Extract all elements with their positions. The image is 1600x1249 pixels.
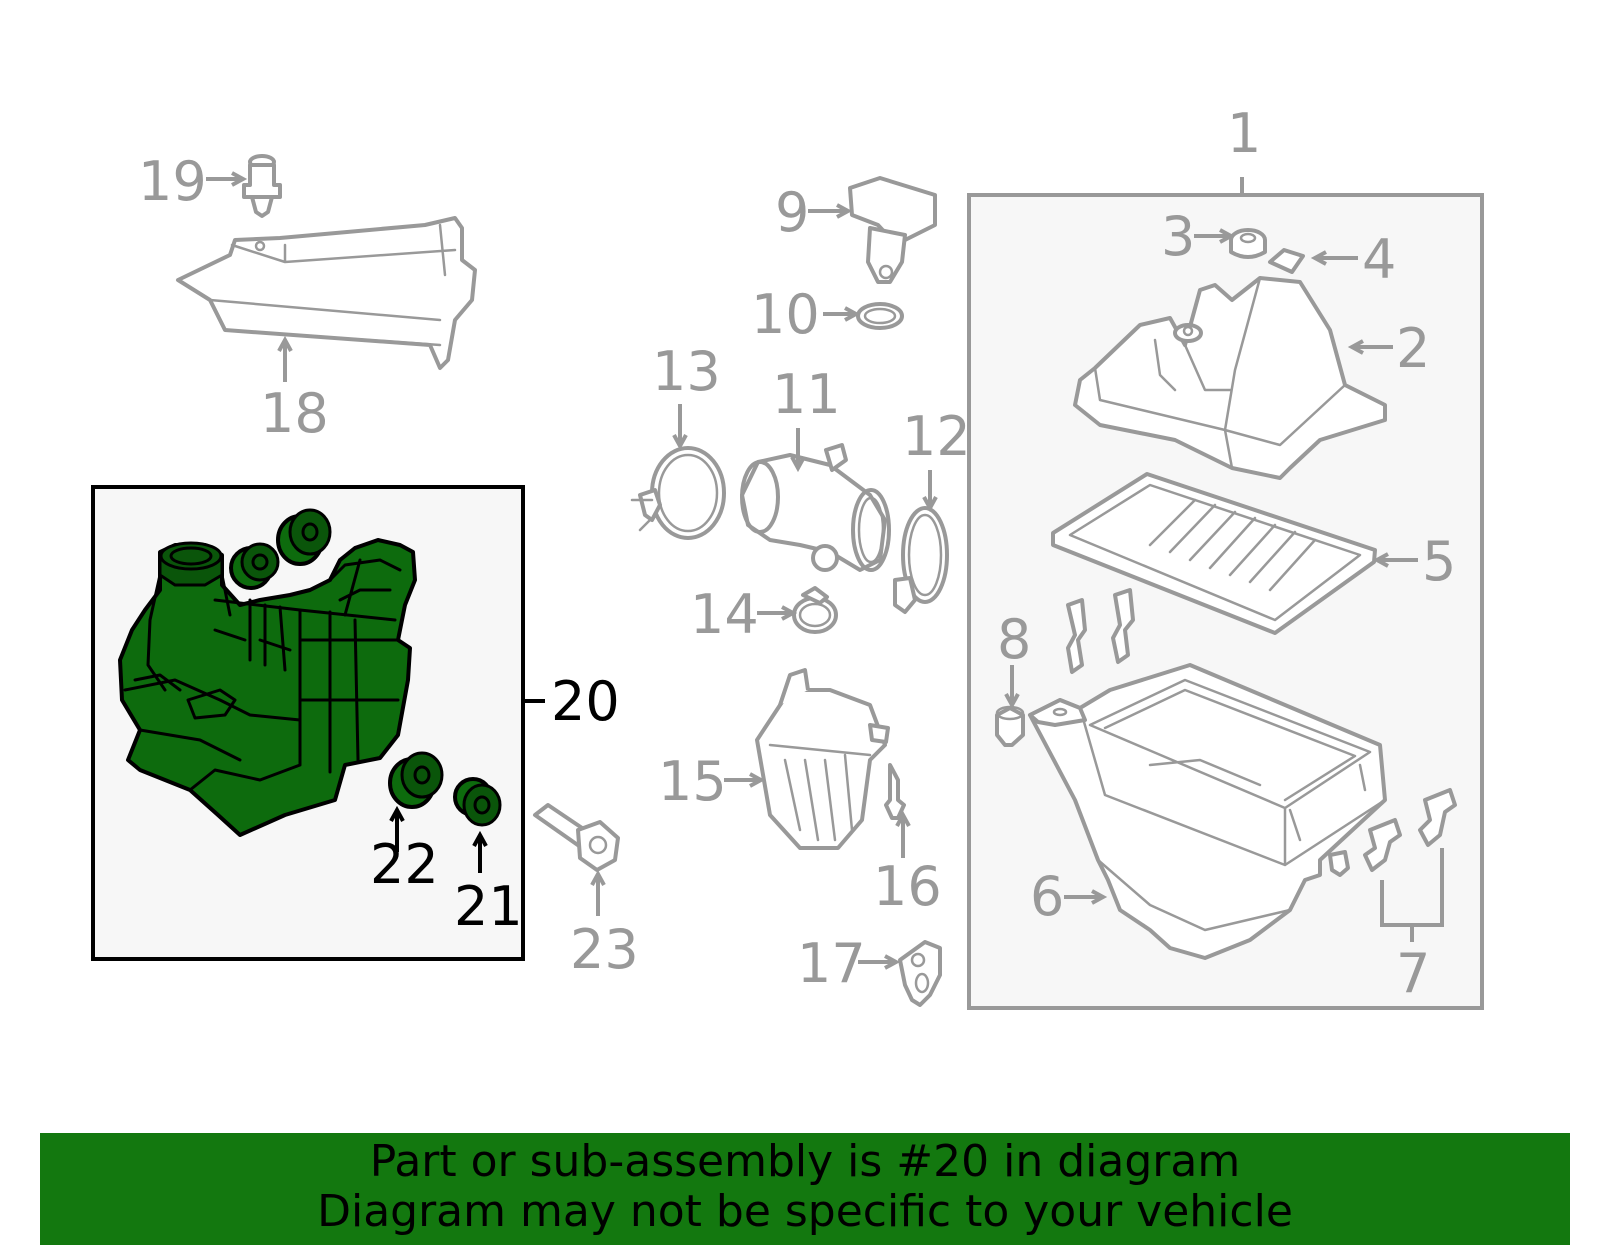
callout-15: 15	[658, 750, 727, 813]
callout-22: 22	[370, 833, 439, 896]
banner-line-disclaimer: Diagram may not be specific to your vehi…	[317, 1186, 1293, 1237]
grommet-part-3	[1229, 228, 1267, 259]
callout-5: 5	[1422, 530, 1456, 593]
cover-part-2	[1073, 276, 1387, 480]
callout-labels: 1 2 3 4 5 6 7 8 9 10 11 12 13 14 15 16 1…	[138, 102, 1456, 1005]
grommet-large-green	[276, 508, 332, 566]
callout-1: 1	[1227, 102, 1261, 165]
callout-3: 3	[1161, 205, 1195, 268]
grommet-part-22	[388, 751, 444, 809]
callout-10: 10	[751, 283, 820, 346]
callout-19: 19	[138, 150, 207, 213]
pin-part-16	[884, 763, 906, 820]
tray-part-6	[1028, 663, 1387, 960]
callout-17: 17	[797, 932, 866, 995]
bracket-part-18	[176, 216, 477, 370]
banner-line-part: Part or sub-assembly is #20 in diagram	[369, 1136, 1241, 1187]
callout-8: 8	[997, 608, 1031, 671]
callout-12: 12	[902, 405, 971, 468]
pad-part-4	[1268, 248, 1305, 274]
callout-14: 14	[690, 583, 759, 646]
clamp-part-12	[893, 506, 949, 614]
grommet-part-8	[995, 705, 1025, 747]
hose-clamp-part-14	[792, 586, 838, 634]
tray-clips	[1066, 588, 1135, 674]
callout-21: 21	[454, 875, 523, 938]
callout-16: 16	[873, 855, 942, 918]
callout-9: 9	[775, 181, 809, 244]
o-ring-part-10	[856, 302, 904, 330]
callout-6: 6	[1030, 865, 1064, 928]
sensor-part-9	[848, 176, 937, 284]
clamp-part-13	[630, 446, 726, 540]
callout-2: 2	[1396, 317, 1430, 380]
highlight-arrows	[389, 805, 488, 873]
push-clip-part-19	[242, 154, 282, 218]
callout-7: 7	[1396, 942, 1430, 1005]
intake-tube-part-11	[740, 443, 891, 572]
info-banner: Part or sub-assembly is #20 in diagram D…	[40, 1133, 1570, 1245]
callout-23: 23	[570, 918, 639, 981]
clip-part-17	[898, 940, 942, 1007]
highlighted-part-20	[118, 538, 417, 837]
clips-part-7	[1363, 788, 1457, 942]
callout-20: 20	[551, 670, 620, 733]
callout-arrows	[206, 171, 1418, 970]
parts-diagram: 1 2 3 4 5 6 7 8 9 10 11 12 13 14 15 16 1…	[91, 102, 1484, 1010]
grommet-part-21	[453, 777, 502, 827]
grommet-small-green	[229, 542, 280, 590]
bolt-part-23	[533, 803, 620, 872]
callout-13: 13	[652, 340, 721, 403]
callout-18: 18	[260, 382, 329, 445]
filter-part-5	[1051, 472, 1377, 635]
callout-4: 4	[1362, 228, 1396, 291]
resonator-part-15	[755, 668, 890, 850]
callout-11: 11	[772, 363, 841, 426]
